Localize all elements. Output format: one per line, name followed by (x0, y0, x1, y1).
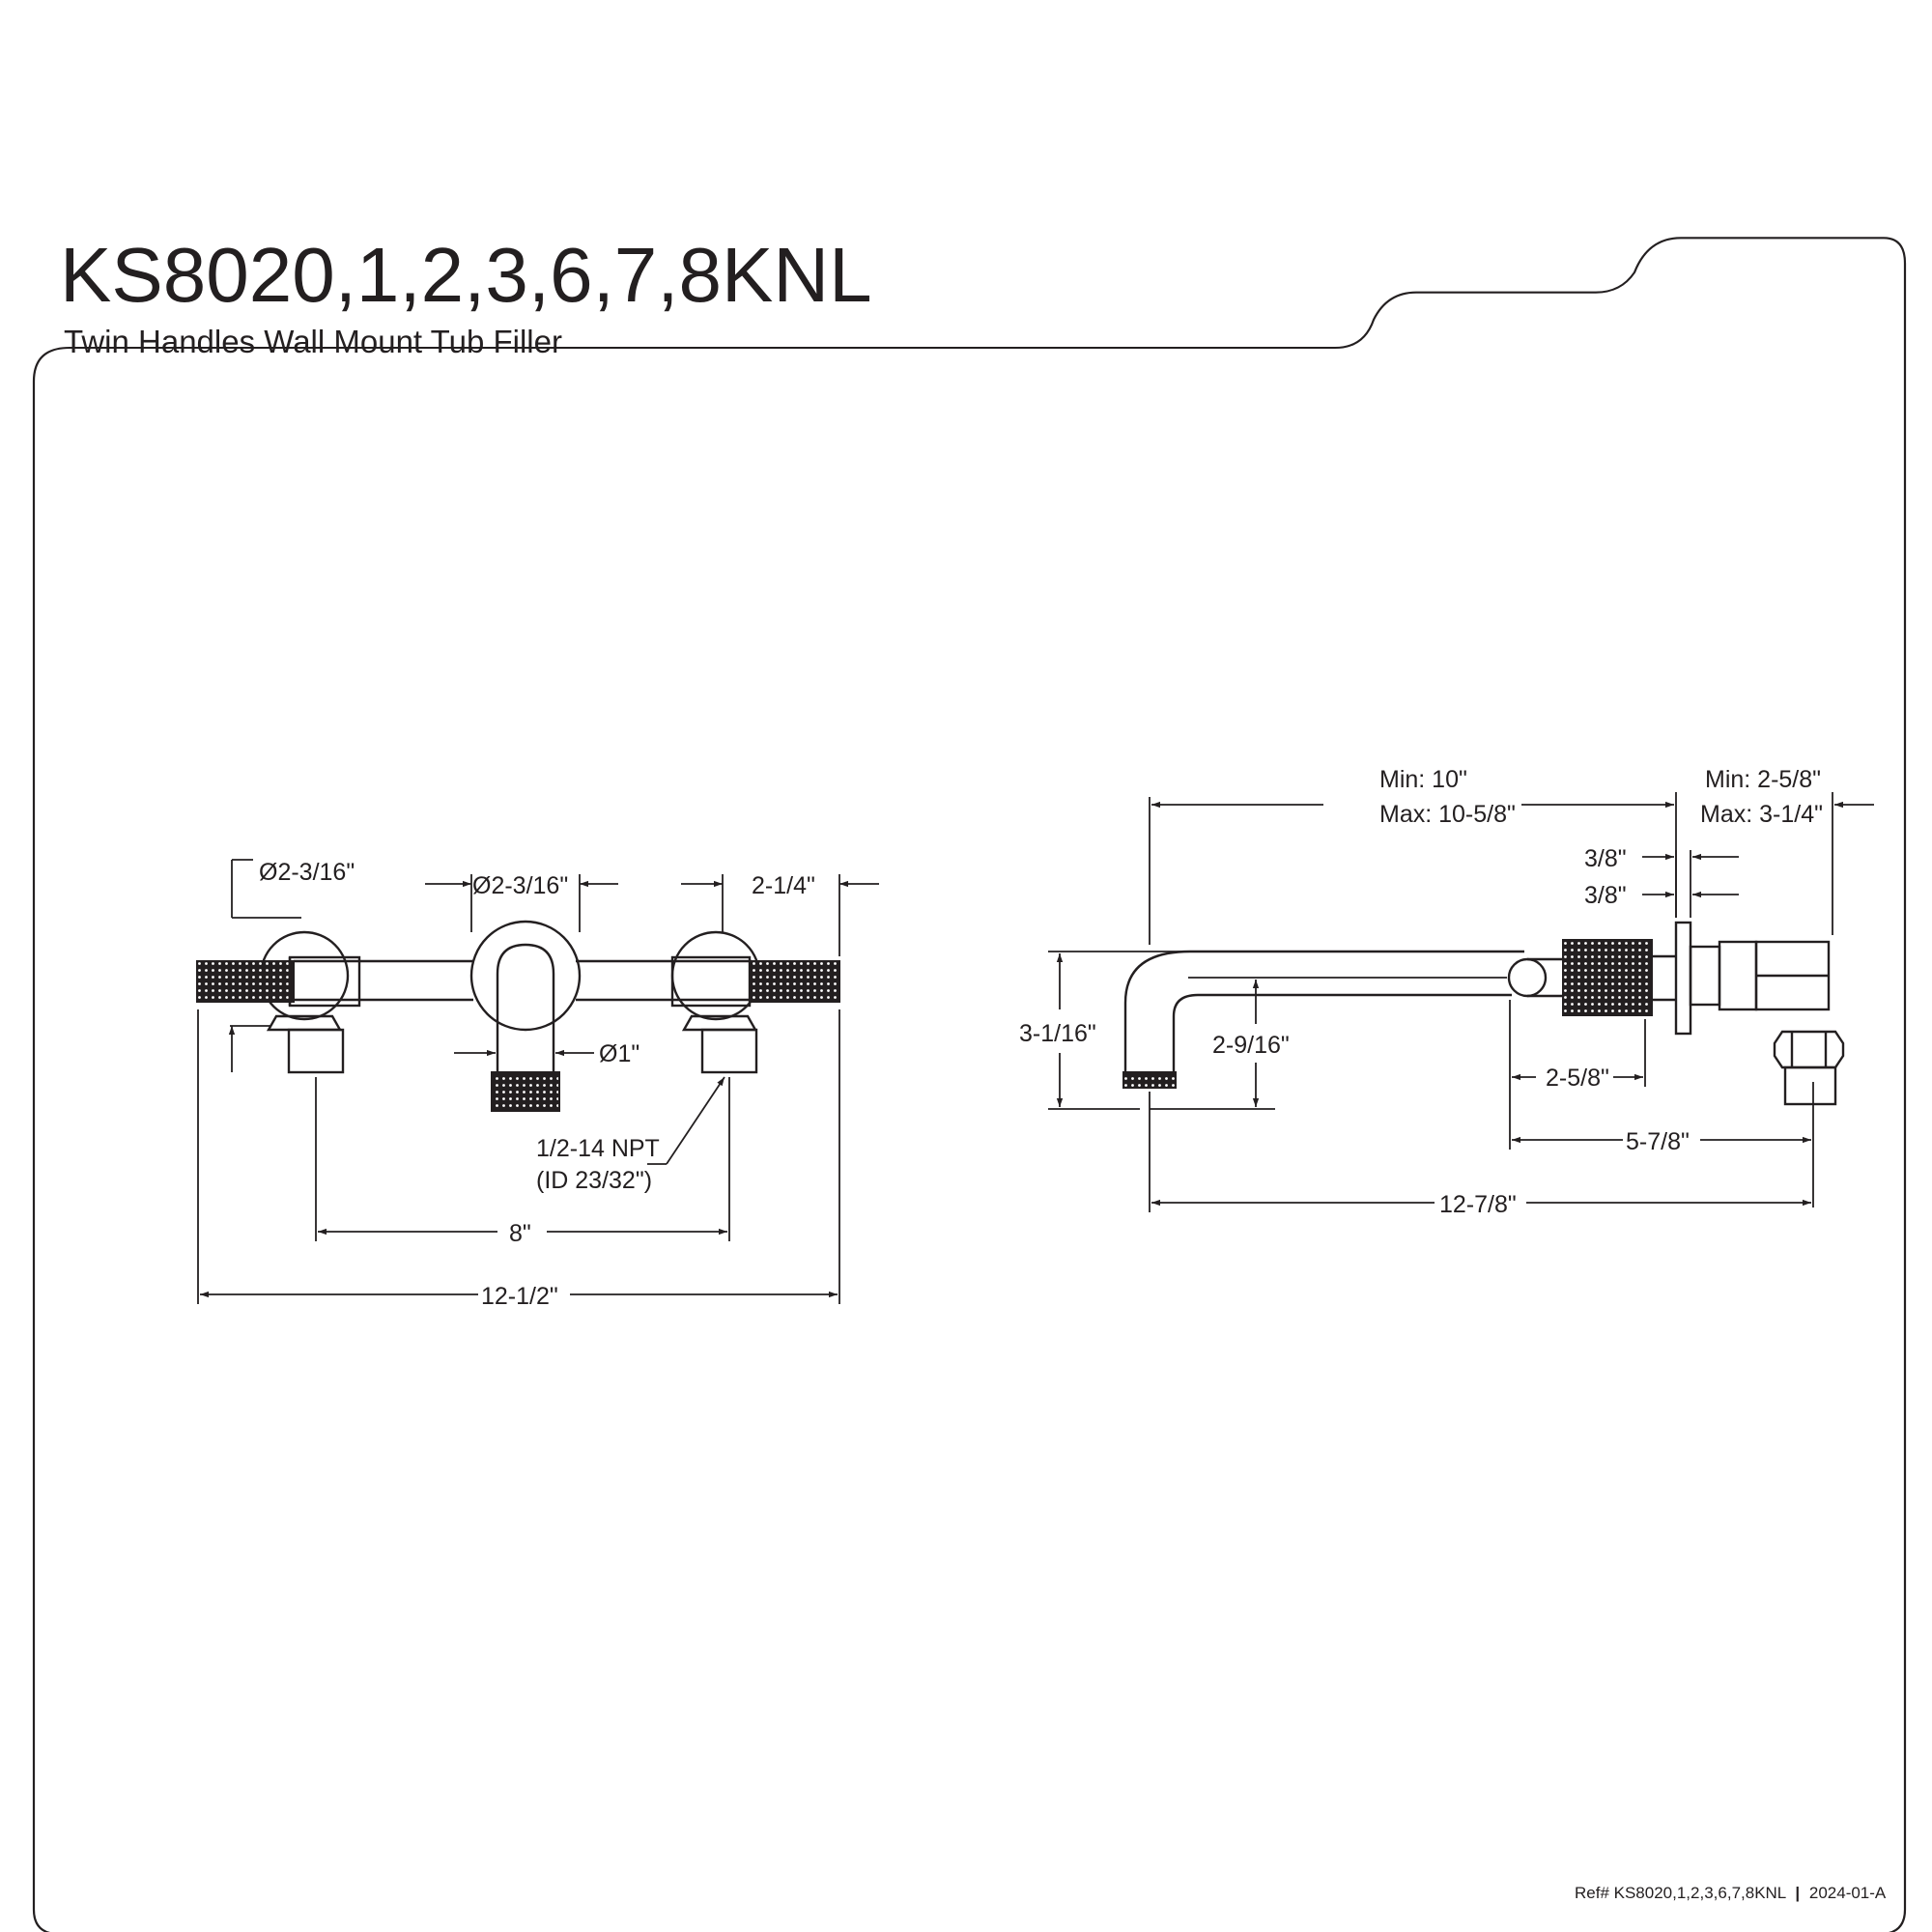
side-view: Min: 10" Max: 10-5/8" Min: 2-5/8" Max: 3… (1019, 766, 1874, 1218)
dim-spout-min: Min: 10" (1379, 766, 1467, 793)
dim-flange-b: 3/8" (1584, 882, 1627, 909)
dim-handle-depth: 2-5/8" (1546, 1065, 1609, 1092)
left-handle-grip (196, 960, 295, 1003)
model-description: Twin Handles Wall Mount Tub Filler (64, 324, 562, 359)
footer-ref: Ref# KS8020,1,2,3,6,7,8KNL | 2024-01-A (1575, 1884, 1887, 1902)
side-valve-body (1718, 940, 1758, 1011)
spout-flange (469, 920, 582, 1032)
left-valve-inlet (287, 1028, 345, 1074)
front-view: Ø2-3/16" Ø2-3/16" 2-1/4" Ø1" 1/2-14 NPT … (196, 859, 879, 1310)
dim-spout-flange-dia: Ø2-3/16" (472, 872, 568, 899)
right-valve-inlet (700, 1028, 758, 1074)
dim-overall-width: 12-1/2" (481, 1283, 558, 1310)
dim-overall-depth: 12-7/8" (1439, 1191, 1517, 1218)
dim-handle-reach: 2-1/4" (752, 872, 815, 899)
dim-spout-height: 3-1/16" (1019, 1020, 1096, 1047)
side-handle-grip (1562, 939, 1653, 1016)
dim-flange-a: 3/8" (1584, 845, 1627, 872)
spout-tip (491, 1071, 560, 1112)
side-valve-inlet (1783, 1065, 1837, 1106)
right-handle-grip (749, 960, 840, 1003)
drawing-frame (32, 237, 1907, 1932)
dim-wall-min: Min: 2-5/8" (1705, 766, 1821, 793)
spout-body (496, 943, 555, 1072)
side-spout (1123, 950, 1524, 1072)
footer-separator: | (1795, 1884, 1800, 1902)
side-lever-knob (1507, 957, 1548, 998)
footer-ref-label: Ref# KS8020,1,2,3,6,7,8KNL (1575, 1884, 1786, 1902)
dim-spout-max: Max: 10-5/8" (1379, 801, 1516, 828)
footer-revision: 2024-01-A (1809, 1884, 1887, 1902)
dim-connection-id: (ID 23/32") (536, 1167, 652, 1194)
model-title: KS8020,1,2,3,6,7,8KNL (60, 232, 872, 318)
right-handle-lever (670, 955, 752, 1008)
dim-handle-dia: Ø2-3/16" (259, 859, 355, 886)
dim-outlet-height: 2-9/16" (1212, 1032, 1290, 1059)
dim-spout-dia: Ø1" (599, 1040, 639, 1067)
dim-handle-to-inlet: 5-7/8" (1626, 1128, 1690, 1155)
side-wall-flange (1674, 921, 1692, 1036)
dim-wall-max: Max: 3-1/4" (1700, 801, 1823, 828)
side-valve-nut (1773, 1030, 1845, 1069)
dim-connection: 1/2-14 NPT (536, 1135, 660, 1162)
left-handle-lever (288, 955, 361, 1008)
dim-centers: 8" (509, 1220, 531, 1247)
side-spout-tip (1122, 1071, 1177, 1089)
